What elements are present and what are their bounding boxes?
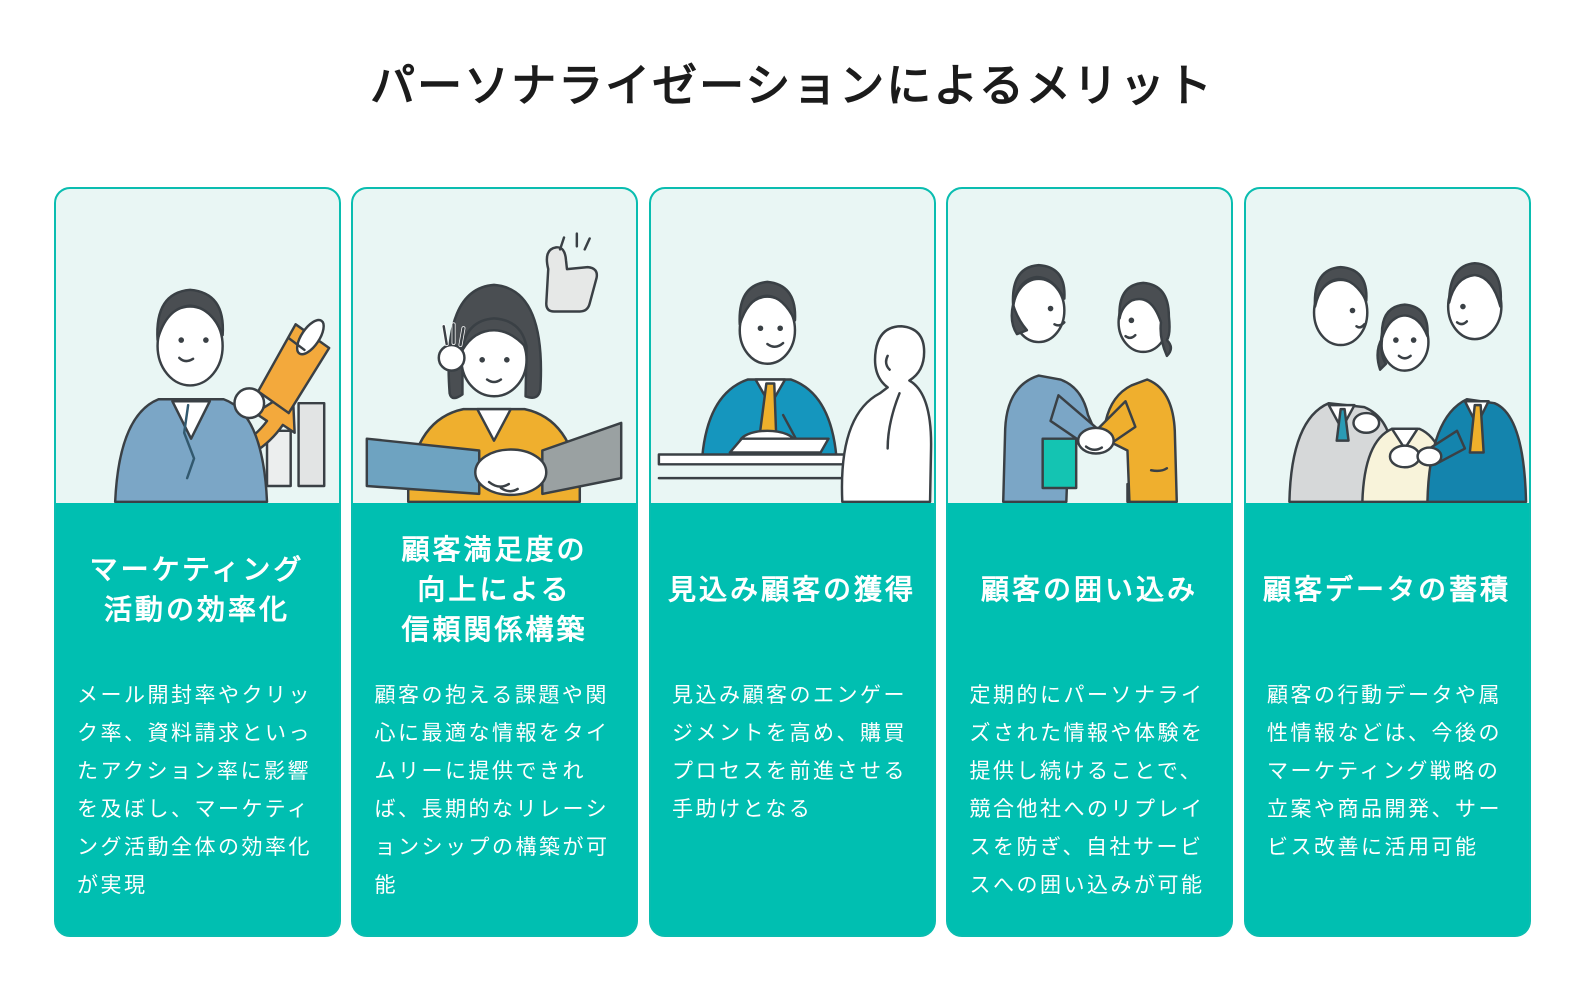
illustration-retention-handshake	[948, 189, 1231, 504]
card-description: 顧客の抱える課題や関心に最適な情報をタイムリーに提供できれば、長期的なリレーショ…	[374, 684, 610, 898]
illustration-sales-meeting	[650, 189, 934, 504]
card-body: マーケティング 活動の効率化 メール開封率やクリック率、資料請求といったアクショ…	[55, 503, 339, 936]
card-heading: 顧客データの蓄積	[1262, 574, 1511, 606]
pen-icon	[781, 414, 798, 443]
illustration-three-people-talking	[1245, 189, 1529, 504]
two-people-handshake-illustration	[1001, 264, 1178, 504]
card-description: 見込み顧客のエンゲージメントを高め、購買プロセスを前進させる手助けとなる	[672, 684, 907, 822]
card-heading: 顧客の囲い込み	[980, 574, 1198, 606]
benefit-card-customer-retention: 顧客の囲い込み 定期的にパーソナライズされた情報や体験を提供し続けることで、競合…	[946, 187, 1233, 938]
card-heading: 顧客満足度の 向上による 信頼関係構築	[401, 534, 588, 646]
benefit-card-marketing-efficiency: マーケティング 活動の効率化 メール開封率やクリック率、資料請求といったアクショ…	[53, 187, 341, 938]
card-description: メール開封率やクリック率、資料請求といったアクション率に影響を及ぼし、マーケティ…	[77, 684, 312, 898]
businessman-figure	[1001, 264, 1102, 504]
card-body: 顧客データの蓄積 顧客の行動データや属性情報などは、今後のマーケティング戦略の立…	[1245, 503, 1529, 936]
megaphone-icon	[256, 319, 330, 415]
illustration-woman-ok-handshake	[353, 189, 636, 504]
folder-icon	[1041, 437, 1078, 490]
sales-meeting-illustration	[657, 280, 932, 504]
card-body: 顧客満足度の 向上による 信頼関係構築 顧客の抱える課題や関心に最適な情報をタイ…	[353, 503, 636, 936]
ok-sign-handshake-illustration	[365, 232, 623, 504]
card-description: 定期的にパーソナライズされた情報や体験を提供し続けることで、競合他社へのリプレイ…	[969, 684, 1205, 898]
card-body: 顧客の囲い込み 定期的にパーソナライズされた情報や体験を提供し続けることで、競合…	[948, 503, 1231, 936]
businesswoman-figure	[1090, 281, 1178, 504]
illustration-businessman-megaphone-chart	[55, 189, 339, 504]
three-businesspeople-illustration	[1287, 262, 1527, 504]
paper	[728, 437, 830, 454]
infographic-page: パーソナライゼーションによるメリット	[0, 58, 1584, 986]
teal-suit-man-figure	[1415, 262, 1527, 504]
thumbs-up-icon	[545, 232, 599, 313]
customer-back-view-figure	[840, 325, 932, 504]
ok-sign-hand	[437, 344, 466, 373]
businessman-figure	[113, 288, 268, 504]
benefit-card-trust-building: 顧客満足度の 向上による 信頼関係構築 顧客の抱える課題や関心に最適な情報をタイ…	[351, 187, 638, 938]
benefit-card-data-accumulation: 顧客データの蓄積 顧客の行動データや属性情報などは、今後のマーケティング戦略の立…	[1243, 187, 1531, 938]
handshake-icon	[365, 421, 623, 497]
card-body: 見込み顧客の獲得 見込み顧客のエンゲージメントを高め、購買プロセスを前進させる手…	[650, 503, 934, 936]
benefit-cards-row: マーケティング 活動の効率化 メール開封率やクリック率、資料請求といったアクショ…	[53, 187, 1531, 938]
card-heading: マーケティング 活動の効率化	[89, 554, 305, 626]
benefit-card-lead-acquisition: 見込み顧客の獲得 見込み顧客のエンゲージメントを高め、購買プロセスを前進させる手…	[648, 187, 936, 938]
card-heading: 見込み顧客の獲得	[667, 574, 916, 606]
salesman-figure	[700, 280, 838, 458]
page-title: パーソナライゼーションによるメリット	[370, 60, 1214, 111]
megaphone-growth-chart-illustration	[113, 288, 330, 504]
card-description: 顧客の行動データや属性情報などは、今後のマーケティング戦略の立案や商品開発、サー…	[1267, 684, 1502, 860]
